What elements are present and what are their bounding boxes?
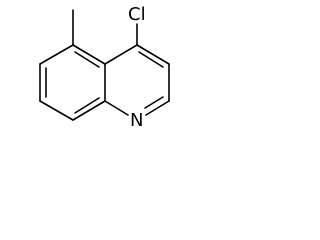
bond-c4a-c5 <box>72 44 106 65</box>
bond-c7-c8 <box>39 100 74 121</box>
double-bond-c4a-c5 <box>74 51 100 68</box>
nitrogen-atom-label: N <box>130 110 143 131</box>
double-bond-c8-c8a <box>74 97 100 114</box>
double-bond-c2-n1 <box>144 96 164 109</box>
bond-c2-n1 <box>145 100 170 116</box>
bond-c4a-c4 <box>104 44 138 65</box>
bond-c4-c3 <box>136 44 170 65</box>
double-bond-c3-c4 <box>138 51 164 68</box>
chemical-structure-diagram: Cl N <box>39 4 170 131</box>
bond-n1-c8a <box>104 100 129 116</box>
chlorine-atom-label: Cl <box>128 4 146 25</box>
bond-c8-c8a <box>72 100 106 121</box>
bond-c5-c6 <box>39 44 74 65</box>
